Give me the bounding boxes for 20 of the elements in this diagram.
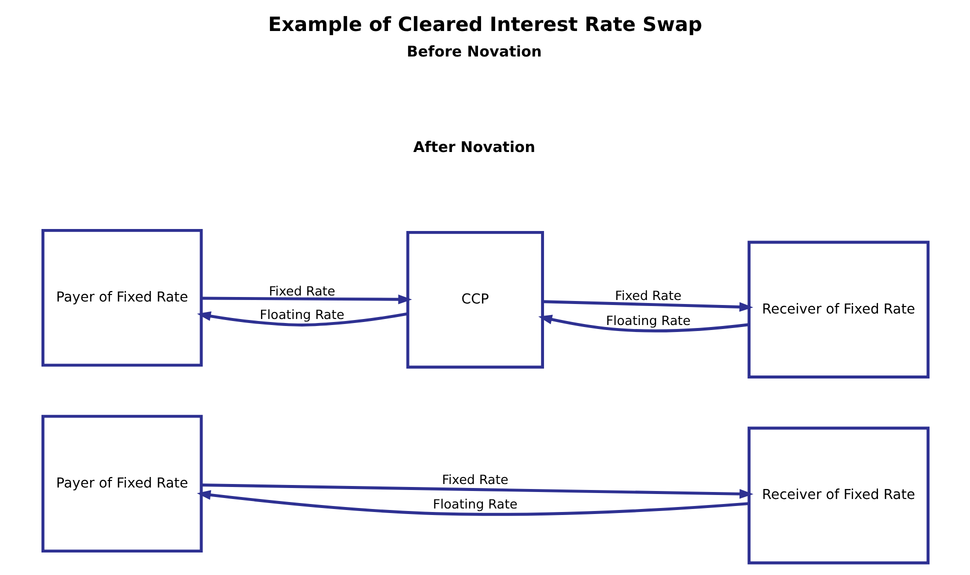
arrow [196, 490, 748, 516]
arrow [200, 294, 412, 304]
arrow [538, 314, 749, 332]
node-box: Receiver of Fixed Rate [747, 426, 930, 564]
edge-label: Fixed Rate [268, 284, 335, 300]
node-box: Payer of Fixed Rate [40, 228, 202, 367]
diagram-title: Example of Cleared Interest Rate Swap [268, 12, 702, 36]
edge-label: Floating Rate [605, 314, 690, 329]
node-box: Payer of Fixed Rate [40, 414, 202, 553]
node-box: Receiver of Fixed Rate [747, 240, 930, 378]
edge-label: Floating Rate [432, 498, 517, 513]
arrow [542, 300, 753, 312]
edge-label: Fixed Rate [614, 289, 681, 304]
label: Before Novation [406, 43, 542, 60]
label: After Novation [412, 138, 535, 156]
arrow [196, 311, 408, 326]
node-box: CCP [406, 230, 544, 369]
arrow [201, 484, 753, 499]
edge-label: Fixed Rate [441, 473, 508, 488]
edge-label: Floating Rate [259, 308, 344, 323]
